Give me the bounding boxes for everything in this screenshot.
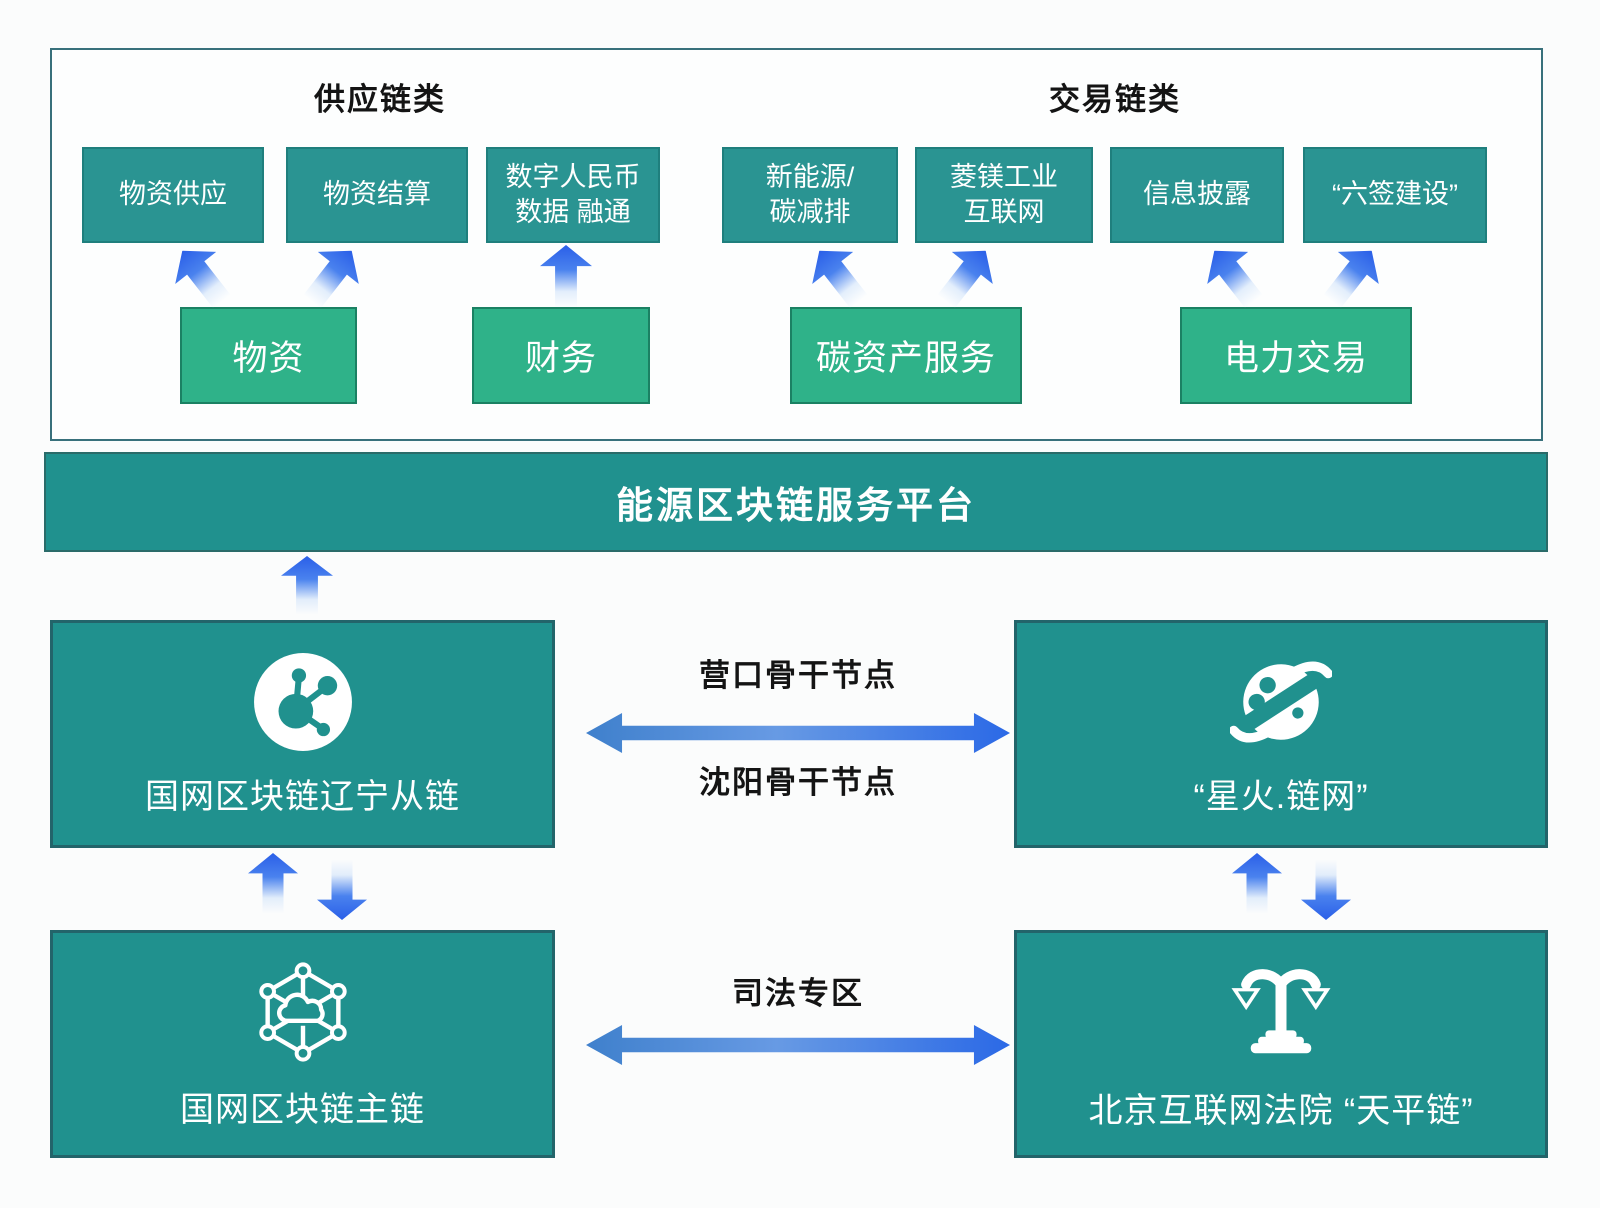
box-materials: 物资 [180,307,357,404]
node-xinghuo-label: “星火.链网” [1193,777,1369,816]
box-information-disclosure: 信息披露 [1110,147,1284,243]
box-six-sign-construction: “六签建设” [1303,147,1487,243]
molecule-hub-icon [253,652,352,751]
scales-of-justice-icon [1231,968,1331,1053]
ringed-planet-icon [1230,661,1332,742]
node-court-label: 北京互联网法院 “天平链” [1088,1091,1474,1130]
node-main-chain-label: 国网区块链主链 [180,1090,425,1129]
platform-band-label: 能源区块链服务平台 [616,485,976,526]
box-material-settlement: 物资结算 [286,147,468,243]
box-finance: 财务 [472,307,650,404]
arrow-liaoning-to-main-down-icon [317,860,367,920]
arrow-liaoning-to-platform-icon [281,556,333,614]
box-material-supply: 物资供应 [82,147,264,243]
trade-chain-group-title: 交易链类 [1049,82,1181,117]
backbone-node-bottom-label: 沈阳骨干节点 [699,765,897,800]
node-beijing-internet-court-tianping-chain: 北京互联网法院 “天平链” [1014,930,1548,1158]
node-sgcc-main-chain: 国网区块链主链 [50,930,555,1158]
arrow-backbone-link-icon [586,713,1010,753]
box-magnesite-industry-internet: 菱镁工业 互联网 [915,147,1093,243]
arrow-court-to-xinghuo-up-icon [1232,853,1282,913]
node-liaoning-subchain: 国网区块链辽宁从链 [50,620,555,848]
box-carbon-asset-service: 碳资产服务 [790,307,1022,404]
arrow-judicial-link-icon [586,1025,1010,1065]
backbone-node-top-label: 营口骨干节点 [699,658,897,693]
box-new-energy-carbon: 新能源/ 碳减排 [722,147,898,243]
node-xinghuo-chain-network: “星火.链网” [1014,620,1548,848]
box-power-trading: 电力交易 [1180,307,1412,404]
hexagon-network-icon [258,961,347,1062]
node-liaoning-label: 国网区块链辽宁从链 [145,777,460,816]
energy-blockchain-platform-band: 能源区块链服务平台 [44,452,1548,552]
arrow-main-to-liaoning-up-icon [248,853,298,913]
judicial-zone-label: 司法专区 [732,976,864,1011]
supply-chain-group-title: 供应链类 [314,82,446,117]
arrow-xinghuo-to-court-down-icon [1301,860,1351,920]
box-digital-rmb-data: 数字人民币 数据 融通 [486,147,660,243]
